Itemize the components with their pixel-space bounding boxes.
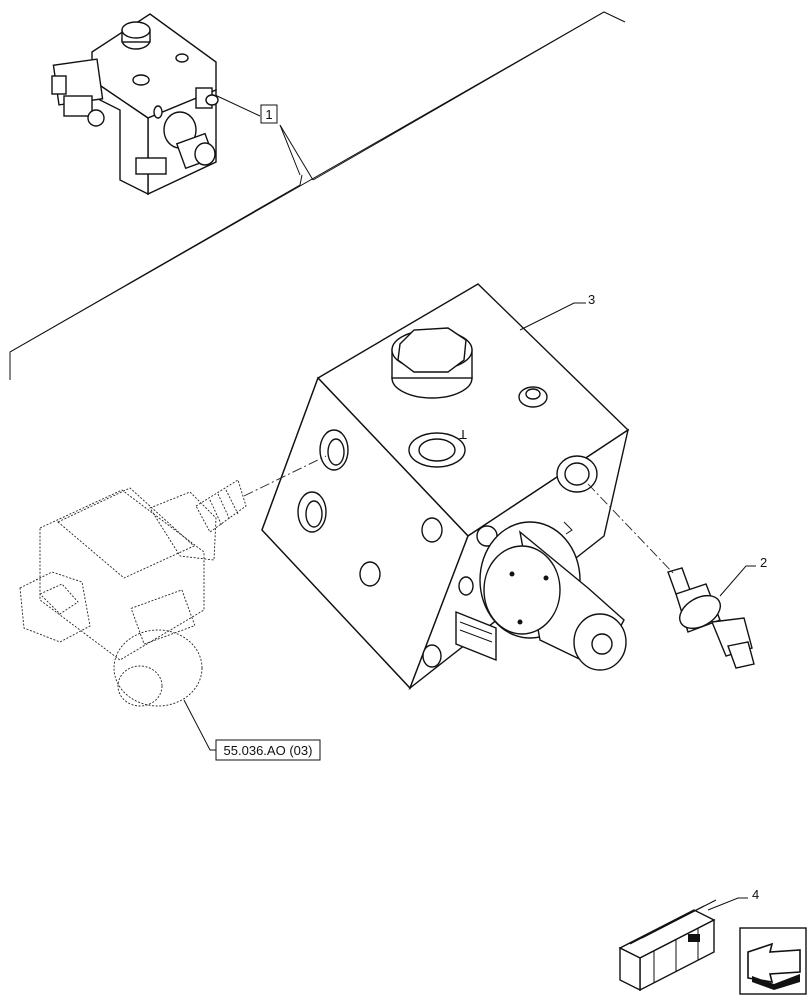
cross-reference-label: 55.036.AO (03) [224, 743, 313, 758]
coil-cylinder [479, 521, 627, 671]
callout-4-label[interactable]: 4 [752, 887, 759, 902]
callout-2-label[interactable]: 2 [760, 555, 767, 570]
sensor-part [667, 567, 755, 669]
assembly-overview: 1 [9, 11, 626, 380]
callout-3-label[interactable]: 3 [588, 292, 595, 307]
arrow-icon[interactable] [739, 927, 807, 995]
leader-2 [719, 565, 756, 597]
leader-ref [183, 699, 220, 751]
valve-block: T [261, 283, 630, 691]
assembly-thumbnail [51, 13, 219, 196]
leader-4 [707, 897, 748, 911]
cross-reference-box[interactable]: 55.036.AO (03) [215, 739, 321, 761]
crate-icon [618, 899, 717, 992]
top-plug [391, 327, 473, 399]
callout-1[interactable]: 1 [260, 104, 278, 124]
port-t: T [408, 427, 467, 468]
centerline-right [587, 483, 675, 575]
leader-3 [519, 302, 586, 331]
port-t-label: T [459, 427, 467, 442]
solenoid-reference-outline [19, 479, 247, 707]
centerline-left [243, 455, 327, 497]
callout-1-label: 1 [265, 107, 272, 122]
